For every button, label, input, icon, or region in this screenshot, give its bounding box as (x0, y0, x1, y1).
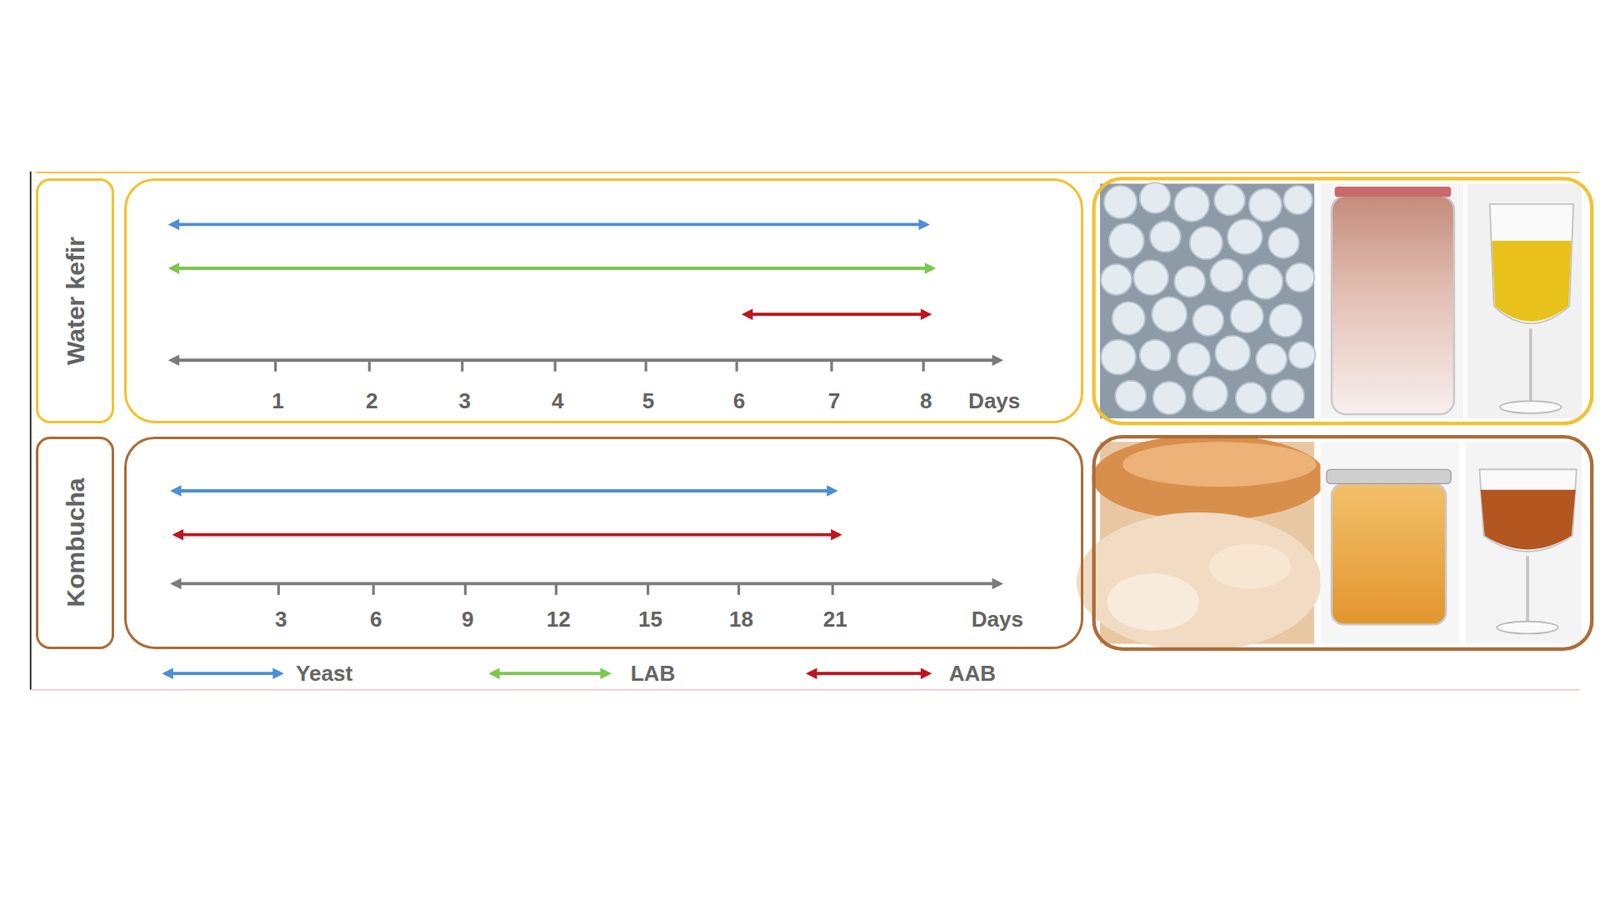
organism-arrow (745, 312, 929, 316)
legend-label: Yeast (295, 661, 353, 686)
organism-arrow (171, 222, 927, 226)
row-label-box: Water kefir (35, 178, 115, 424)
timeline-panel: 3 6 9 12 15 18 21 Days (124, 436, 1084, 650)
axis-tick (645, 360, 648, 371)
tick-label: 6 (733, 388, 745, 413)
axis-unit: Days (968, 388, 1020, 413)
frame-line (30, 689, 1580, 690)
tick-label: 9 (461, 606, 474, 631)
legend-swatch (491, 671, 609, 675)
tick-label: 1 (271, 388, 284, 413)
axis-tick (277, 583, 280, 595)
row-label: Kombucha (60, 478, 89, 608)
axis-tick (460, 360, 464, 371)
axis-tick (554, 360, 557, 371)
frame-line (35, 171, 1580, 174)
axis-tick (922, 360, 925, 371)
time-axis (171, 360, 1000, 371)
axis-tick (274, 360, 277, 371)
tick-label: 7 (828, 388, 840, 413)
tick-label: 3 (458, 388, 470, 413)
water-kefir-photos (1094, 178, 1593, 424)
tick-label: 6 (370, 606, 382, 631)
axis-unit: Days (971, 606, 1024, 631)
time-axis (173, 583, 1000, 595)
tick-label: 21 (823, 606, 848, 631)
kombucha-photos (1076, 435, 1592, 652)
row-label: Water kefir (60, 236, 89, 365)
tick-label: 2 (365, 388, 378, 413)
axis-tick (646, 583, 650, 595)
tick-label: 3 (275, 606, 287, 631)
legend-swatch (165, 671, 280, 675)
tick-label: 18 (729, 606, 754, 631)
tick-label: 12 (546, 606, 571, 631)
axis-tick (372, 583, 375, 595)
tick-label: 4 (551, 388, 564, 413)
axis-tick (735, 360, 738, 371)
axis-tick (368, 360, 371, 371)
axis-tick (830, 360, 833, 371)
legend-swatch (809, 671, 929, 675)
legend-label: LAB (630, 661, 675, 686)
axis-tick (831, 583, 835, 595)
legend-label: AAB (949, 661, 996, 686)
organism-arrow (171, 266, 933, 270)
frame-line (30, 171, 32, 690)
axis-line (171, 358, 1000, 362)
row-label-box: Kombucha (35, 436, 115, 650)
organism-arrow (175, 533, 840, 537)
axis-tick (464, 583, 467, 595)
axis-line (173, 581, 1000, 585)
axis-tick (737, 583, 740, 595)
organism-arrow (173, 489, 835, 493)
tick-label: 15 (638, 606, 663, 631)
axis-tick (555, 583, 558, 595)
timeline-panel: 1 2 3 4 5 6 7 8 Days (124, 178, 1084, 424)
tick-label: 5 (642, 388, 655, 413)
tick-label: 8 (920, 388, 932, 413)
